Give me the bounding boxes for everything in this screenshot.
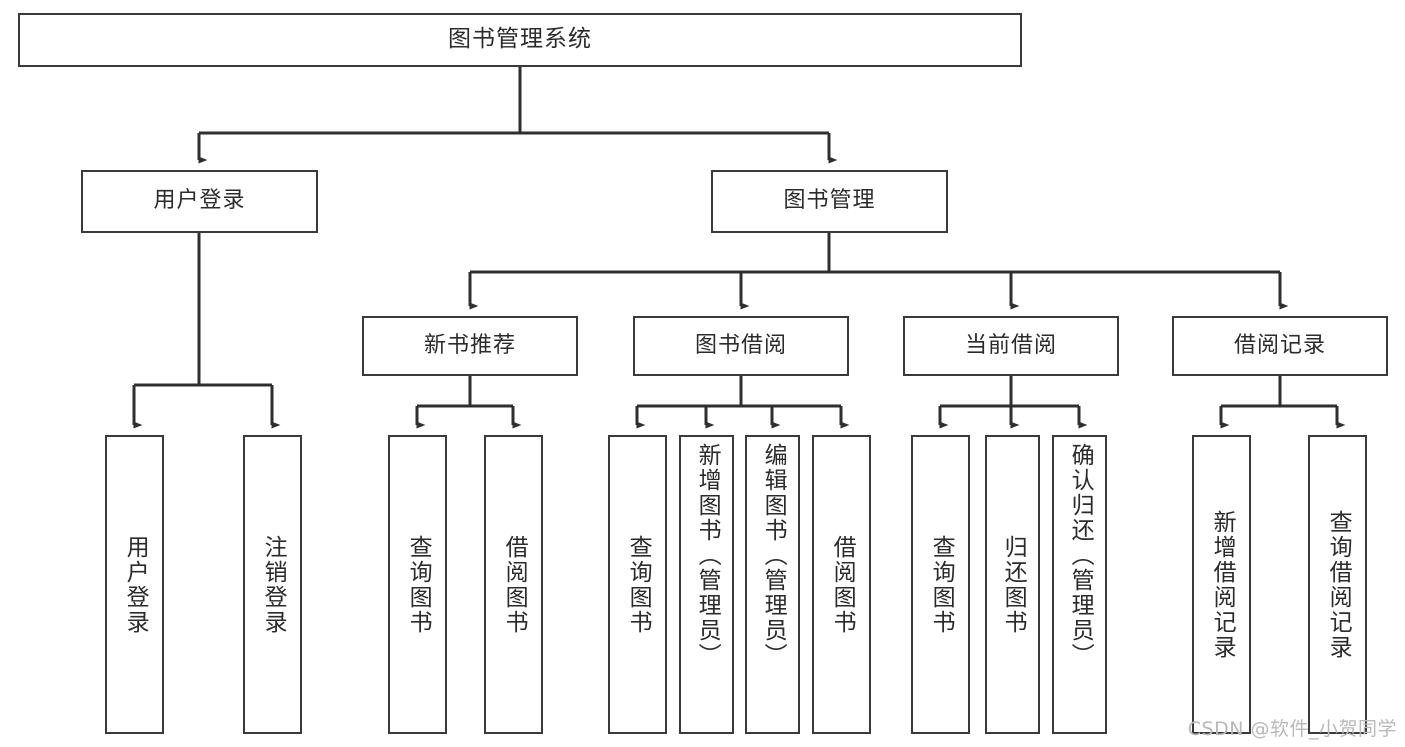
leaf-query-book-recommend[interactable]: 查询图书 [388,435,447,734]
node-book-management[interactable]: 图书管理 [711,170,948,233]
leaf-edit-book-admin[interactable]: 编辑图书（管理员） [745,435,800,734]
node-label: 图书管理 [783,188,876,214]
node-label: 新增借阅记录 [1209,509,1236,660]
leaf-borrow-book-recommend[interactable]: 借阅图书 [484,435,543,734]
edge-borrow-record-to-leaves [1219,376,1346,429]
leaf-query-borrow-record[interactable]: 查询借阅记录 [1308,435,1367,734]
leaf-return-book[interactable]: 归还图书 [985,435,1040,734]
node-new-book-recommend[interactable]: 新书推荐 [362,316,578,376]
edge-user-login-to-leaves [132,233,281,429]
node-label: 查询图书 [405,534,432,635]
node-label: 确认归还（管理员） [1067,443,1094,668]
node-label: 查询借阅记录 [1325,509,1352,660]
node-label: 借阅图书 [829,534,856,635]
watermark-text: CSDN @软件_小贺同学 [1187,718,1397,740]
edge-new-book-recommend-to-leaves [415,376,522,429]
node-label: 新书推荐 [423,332,516,358]
node-label: 归还图书 [1000,534,1027,635]
edge-root-to-level2 [197,67,838,164]
node-label: 图书借阅 [694,332,787,358]
node-borrow-record[interactable]: 借阅记录 [1172,316,1388,376]
node-book-borrow[interactable]: 图书借阅 [633,316,849,376]
edge-book-management-to-level3 [468,233,1289,310]
leaf-query-book-current[interactable]: 查询图书 [911,435,970,734]
node-label: 借阅记录 [1233,332,1326,358]
leaf-user-logout[interactable]: 注销登录 [243,435,302,734]
leaf-user-login[interactable]: 用户登录 [105,435,164,734]
edge-book-borrow-to-leaves [635,376,850,429]
node-root-system[interactable]: 图书管理系统 [18,13,1022,67]
leaf-add-borrow-record[interactable]: 新增借阅记录 [1192,435,1251,734]
node-label: 注销登录 [260,534,287,635]
node-user-login[interactable]: 用户登录 [81,170,318,233]
node-label: 用户登录 [153,188,246,214]
leaf-query-book-borrow[interactable]: 查询图书 [608,435,667,734]
node-current-borrow[interactable]: 当前借阅 [903,316,1119,376]
node-label: 查询图书 [928,534,955,635]
node-label: 用户登录 [122,534,149,635]
leaf-borrow-book-borrow[interactable]: 借阅图书 [812,435,871,734]
node-label: 借阅图书 [501,534,528,635]
node-label: 编辑图书（管理员） [760,443,787,668]
leaf-add-book-admin[interactable]: 新增图书（管理员） [679,435,734,734]
edge-current-borrow-to-leaves [938,376,1088,429]
node-label: 当前借阅 [964,332,1057,358]
leaf-confirm-return-admin[interactable]: 确认归还（管理员） [1052,435,1107,734]
node-label: 新增图书（管理员） [694,443,721,668]
node-label: 图书管理系统 [448,26,592,53]
node-label: 查询图书 [625,534,652,635]
